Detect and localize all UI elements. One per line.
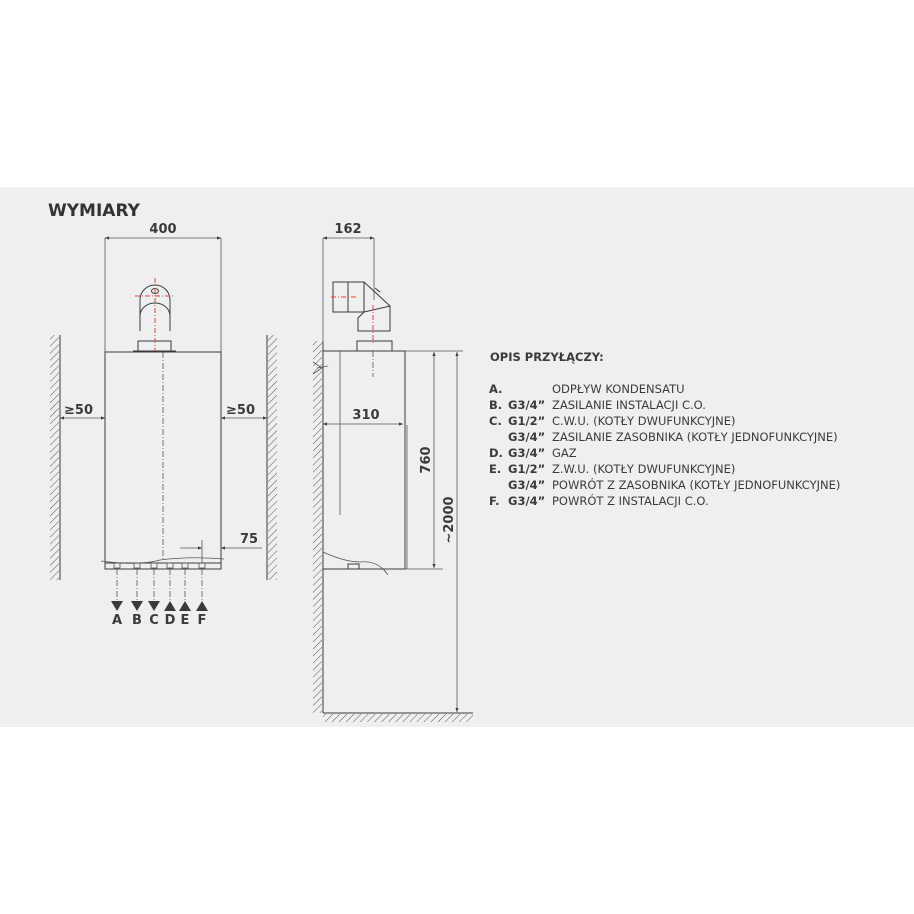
legend-code: G1/2”: [508, 414, 545, 428]
connection-label: D: [165, 613, 176, 628]
legend-desc: POWRÓT Z INSTALACJI C.O.: [552, 493, 709, 508]
mount-height-label: ~2000: [442, 496, 457, 543]
side-wall: [313, 341, 322, 713]
left-wall: [50, 335, 59, 580]
legend-desc: GAZ: [552, 446, 577, 460]
legend-letter: D.: [489, 446, 503, 460]
legend-desc: ODPŁYW KONDENSATU: [552, 382, 685, 396]
legend-desc: ZASILANIE ZASOBNIKA (KOTŁY JEDNOFUNKCYJN…: [552, 430, 838, 444]
legend-row: G3/4” POWRÓT Z ZASOBNIKA (KOTŁY JEDNOFUNK…: [508, 477, 840, 492]
connection-label: A: [112, 613, 122, 628]
legend-letter: B.: [489, 398, 502, 412]
inflow-arrow-icon: [196, 601, 208, 611]
offset-label: 75: [240, 532, 258, 547]
outflow-arrow-icon: [111, 601, 123, 611]
front-view: 400 ≥50 ≥50 75: [50, 222, 277, 628]
legend-row: G3/4” ZASILANIE ZASOBNIKA (KOTŁY JEDNOFUN…: [508, 430, 838, 444]
legend-letter: C.: [489, 414, 502, 428]
legend-letter: A.: [489, 382, 502, 396]
inflow-arrow-icon: [164, 601, 176, 611]
left-clearance-label: ≥50: [64, 403, 93, 418]
legend-row: D. G3/4” GAZ: [489, 446, 577, 460]
legend-desc: C.W.U. (KOTŁY DWUFUNKCYJNE): [552, 414, 736, 428]
flue-depth-label: 162: [334, 222, 361, 237]
legend-row: B. G3/4” ZASILANIE INSTALACJI C.O.: [489, 398, 706, 412]
legend-desc: Z.W.U. (KOTŁY DWUFUNKCYJNE): [552, 462, 735, 476]
outflow-arrow-icon: [131, 601, 143, 611]
legend-code: G3/4”: [508, 446, 545, 460]
outflow-arrow-icon: [148, 601, 160, 611]
legend-letter: F.: [489, 494, 500, 508]
legend-code: G3/4”: [508, 478, 545, 492]
legend-row: C. G1/2” C.W.U. (KOTŁY DWUFUNKCYJNE): [489, 414, 736, 428]
legend-desc: ZASILANIE INSTALACJI C.O.: [552, 398, 706, 412]
flue-elbow: [332, 281, 391, 332]
connection-label: F: [198, 613, 207, 628]
depth-label: 310: [352, 408, 379, 423]
right-wall: [268, 335, 277, 580]
legend-desc: POWRÓT Z ZASOBNIKA (KOTŁY JEDNOFUNKCYJNE…: [552, 477, 840, 492]
boiler-side: [322, 350, 406, 570]
legend-code: G1/2”: [508, 462, 545, 476]
legend-code: G3/4”: [508, 398, 545, 412]
connection-label: C: [149, 613, 159, 628]
legend-row: F. G3/4” POWRÓT Z INSTALACJI C.O.: [489, 493, 709, 508]
height-label: 760: [419, 446, 434, 473]
legend-row: A. ODPŁYW KONDENSATU: [489, 382, 685, 396]
inflow-arrow-icon: [179, 601, 191, 611]
connection-label: B: [132, 613, 142, 628]
connection-label: E: [181, 613, 190, 628]
legend-title: OPIS PRZYŁĄCZY:: [490, 350, 604, 364]
side-view: 162 310 760 ~2000: [312, 222, 473, 722]
legend-row: E. G1/2” Z.W.U. (KOTŁY DWUFUNKCYJNE): [489, 462, 735, 476]
width-label: 400: [149, 222, 176, 237]
floor: [323, 714, 473, 722]
legend-code: G3/4”: [508, 430, 545, 444]
connection-legend: OPIS PRZYŁĄCZY: A. ODPŁYW KONDENSATU B. G3…: [489, 350, 840, 508]
section-title: WYMIARY: [48, 201, 141, 221]
legend-letter: E.: [489, 462, 501, 476]
right-clearance-label: ≥50: [226, 403, 255, 418]
legend-code: G3/4”: [508, 494, 545, 508]
